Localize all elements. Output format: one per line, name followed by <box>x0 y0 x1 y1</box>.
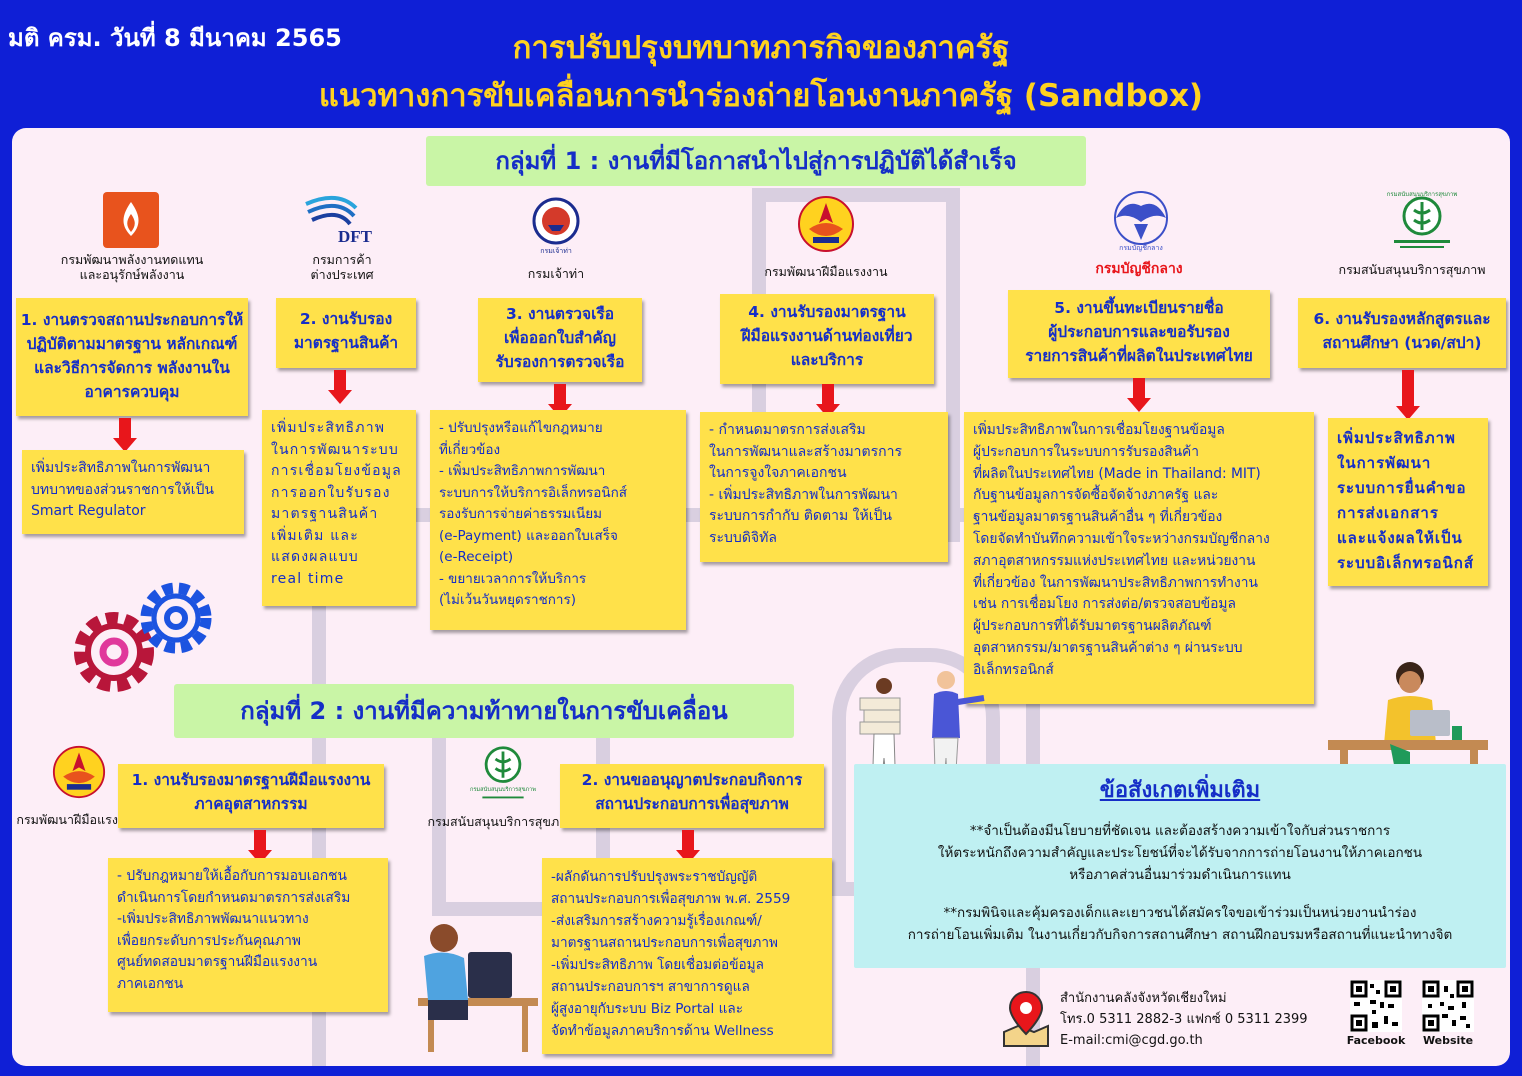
hss-logo-text: กรมสนับสนุนบริการสุขภาพ <box>1387 191 1458 198</box>
notes-title: ข้อสังเกตเพิ่มเติม <box>1099 778 1261 803</box>
g2-item1-heading: 1. งานรับรองมาตรฐานฝีมือแรงงาน ภาคอุตสาห… <box>118 764 384 828</box>
contact-office: สำนักงานคลังจังหวัดเชียงใหม่ <box>1060 991 1227 1006</box>
marine-dept-logo: กรมเจ้าท่า <box>528 192 584 256</box>
contact-info: สำนักงานคลังจังหวัดเชียงใหม่ โทร.0 5311 … <box>1060 988 1360 1051</box>
gears-icon <box>74 582 212 692</box>
g1-item3-body: - ปรับปรุงหรือแก้ไขกฎหมาย ที่เกี่ยวข้อง … <box>430 410 686 630</box>
dsd-logo <box>796 194 856 254</box>
arrow-down-icon <box>548 384 572 418</box>
g1-item4-body: - กำหนดมาตรการส่งเสริม ในการพัฒนาและสร้า… <box>700 412 948 562</box>
g1-item1-body: เพิ่มประสิทธิภาพในการพัฒนาบทบาทของส่วนรา… <box>22 450 244 534</box>
g1-item6-body: เพิ่มประสิทธิภาพ ในการพัฒนา ระบบการยื่นค… <box>1328 418 1488 586</box>
notes-box: ข้อสังเกตเพิ่มเติม **จำเป็นต้องมีนโยบายท… <box>854 764 1506 968</box>
resolution-date: มติ ครม. วันที่ 8 มีนาคม 2565 <box>8 24 342 52</box>
agency-caption-2: กรมการค้า ต่างประเทศ <box>310 252 374 282</box>
arrow-down-icon <box>676 830 700 864</box>
contact-email[interactable]: E-mail:cmi@cgd.go.th <box>1060 1033 1203 1048</box>
dft-logo: DFT <box>298 194 384 246</box>
g1-item3-heading: 3. งานตรวจเรือ เพื่อออกใบสำคัญ รับรองการ… <box>478 298 642 382</box>
page-title-line1: การปรับปรุงบทบาทภารกิจของภาครัฐ <box>512 30 1010 66</box>
agency-caption-5: กรมบัญชีกลาง <box>1095 261 1183 277</box>
hss-logo-2: กรมสนับสนุนบริการสุขภาพ <box>458 740 548 808</box>
arrow-down-icon <box>113 418 137 452</box>
cgd-logo-text: กรมบัญชีกลาง <box>1119 244 1163 252</box>
agency-caption-1: กรมพัฒนาพลังงานทดแทน และอนุรักษ์พลังงาน <box>60 252 204 282</box>
dede-logo <box>102 192 160 248</box>
group1-title: กลุ่มที่ 1 : งานที่มีโอกาสนำไปสู่การปฏิบ… <box>426 136 1086 186</box>
g2-agency-caption-1: กรมพัฒนาฝีมือแรงงาน <box>16 812 140 827</box>
facebook-qr-label: Facebook <box>1346 1034 1406 1047</box>
worker-illustration <box>418 924 538 1052</box>
g1-item2-heading: 2. งานรับรอง มาตรฐานสินค้า <box>276 298 416 368</box>
g2-item1-body: - ปรับกฎหมายให้เอื้อกับการมอบเอกชน ดำเนิ… <box>108 858 388 1012</box>
agency-caption-6: กรมสนับสนุนบริการสุขภาพ <box>1338 262 1486 277</box>
cgd-logo: กรมบัญชีกลาง <box>1106 188 1176 252</box>
g2-item2-heading: 2. งานขออนุญาตประกอบกิจการ สถานประกอบการ… <box>560 764 824 828</box>
group2-title: กลุ่มที่ 2 : งานที่มีความท้าทายในการขับเ… <box>174 684 794 738</box>
g1-item6-heading: 6. งานรับรองหลักสูตรและ สถานศึกษา (นวด/ส… <box>1298 298 1506 368</box>
page-title-line2: แนวทางการขับเคลื่อนการนำร่องถ่ายโอนงานภา… <box>318 78 1204 114</box>
arrow-down-icon <box>816 384 840 418</box>
hss-logo: กรมสนับสนุนบริการสุขภาพ <box>1374 188 1470 256</box>
g1-item5-body: เพิ่มประสิทธิภาพในการเชื่อมโยงฐานข้อมูล … <box>964 412 1314 704</box>
dft-logo-text: DFT <box>338 227 373 246</box>
note-2: **กรมพินิจและคุ้มครองเด็กและเยาวชนได้สมั… <box>907 905 1453 943</box>
g2-agency-caption-2: กรมสนับสนุนบริการสุขภาพ <box>427 814 575 829</box>
g2-item2-body: -ผลักดันการปรับปรุงพระราชบัญญัติ สถานประ… <box>542 858 832 1054</box>
g1-item4-heading: 4. งานรับรองมาตรฐาน ฝีมือแรงงานด้านท่องเ… <box>720 294 934 384</box>
contact-phone: โทร.0 5311 2882-3 แฟกซ์ 0 5311 2399 <box>1060 1012 1308 1027</box>
website-qr-label: Website <box>1422 1034 1474 1047</box>
g1-item2-body: เพิ่มประสิทธิภาพ ในการพัฒนาระบบ การเชื่อ… <box>262 410 416 606</box>
arrow-down-icon <box>328 370 352 404</box>
hss-logo-2-text: กรมสนับสนุนบริการสุขภาพ <box>470 786 536 793</box>
location-pin-icon <box>1003 990 1049 1047</box>
note-1: **จำเป็นต้องมีนโยบายที่ชัดเจน และต้องสร้… <box>937 823 1423 883</box>
main-panel: กลุ่มที่ 1 : งานที่มีโอกาสนำไปสู่การปฏิบ… <box>12 128 1510 1066</box>
arrow-down-icon <box>1396 370 1420 420</box>
dsd-logo-2 <box>50 744 108 800</box>
agency-caption-3: กรมเจ้าท่า <box>527 266 585 281</box>
arrow-down-icon <box>248 830 272 864</box>
arrow-down-icon <box>1127 378 1151 412</box>
marine-logo-text: กรมเจ้าท่า <box>540 247 572 255</box>
g1-item1-heading: 1. งานตรวจสถานประกอบการให้ปฏิบัติตามมาตร… <box>16 298 248 416</box>
g1-item5-heading: 5. งานขึ้นทะเบียนรายชื่อ ผู้ประกอบการและ… <box>1008 290 1270 378</box>
facebook-qr-code[interactable] <box>1350 980 1402 1032</box>
agency-caption-4: กรมพัฒนาฝีมือแรงงาน <box>764 264 888 279</box>
website-qr-code[interactable] <box>1422 980 1474 1032</box>
